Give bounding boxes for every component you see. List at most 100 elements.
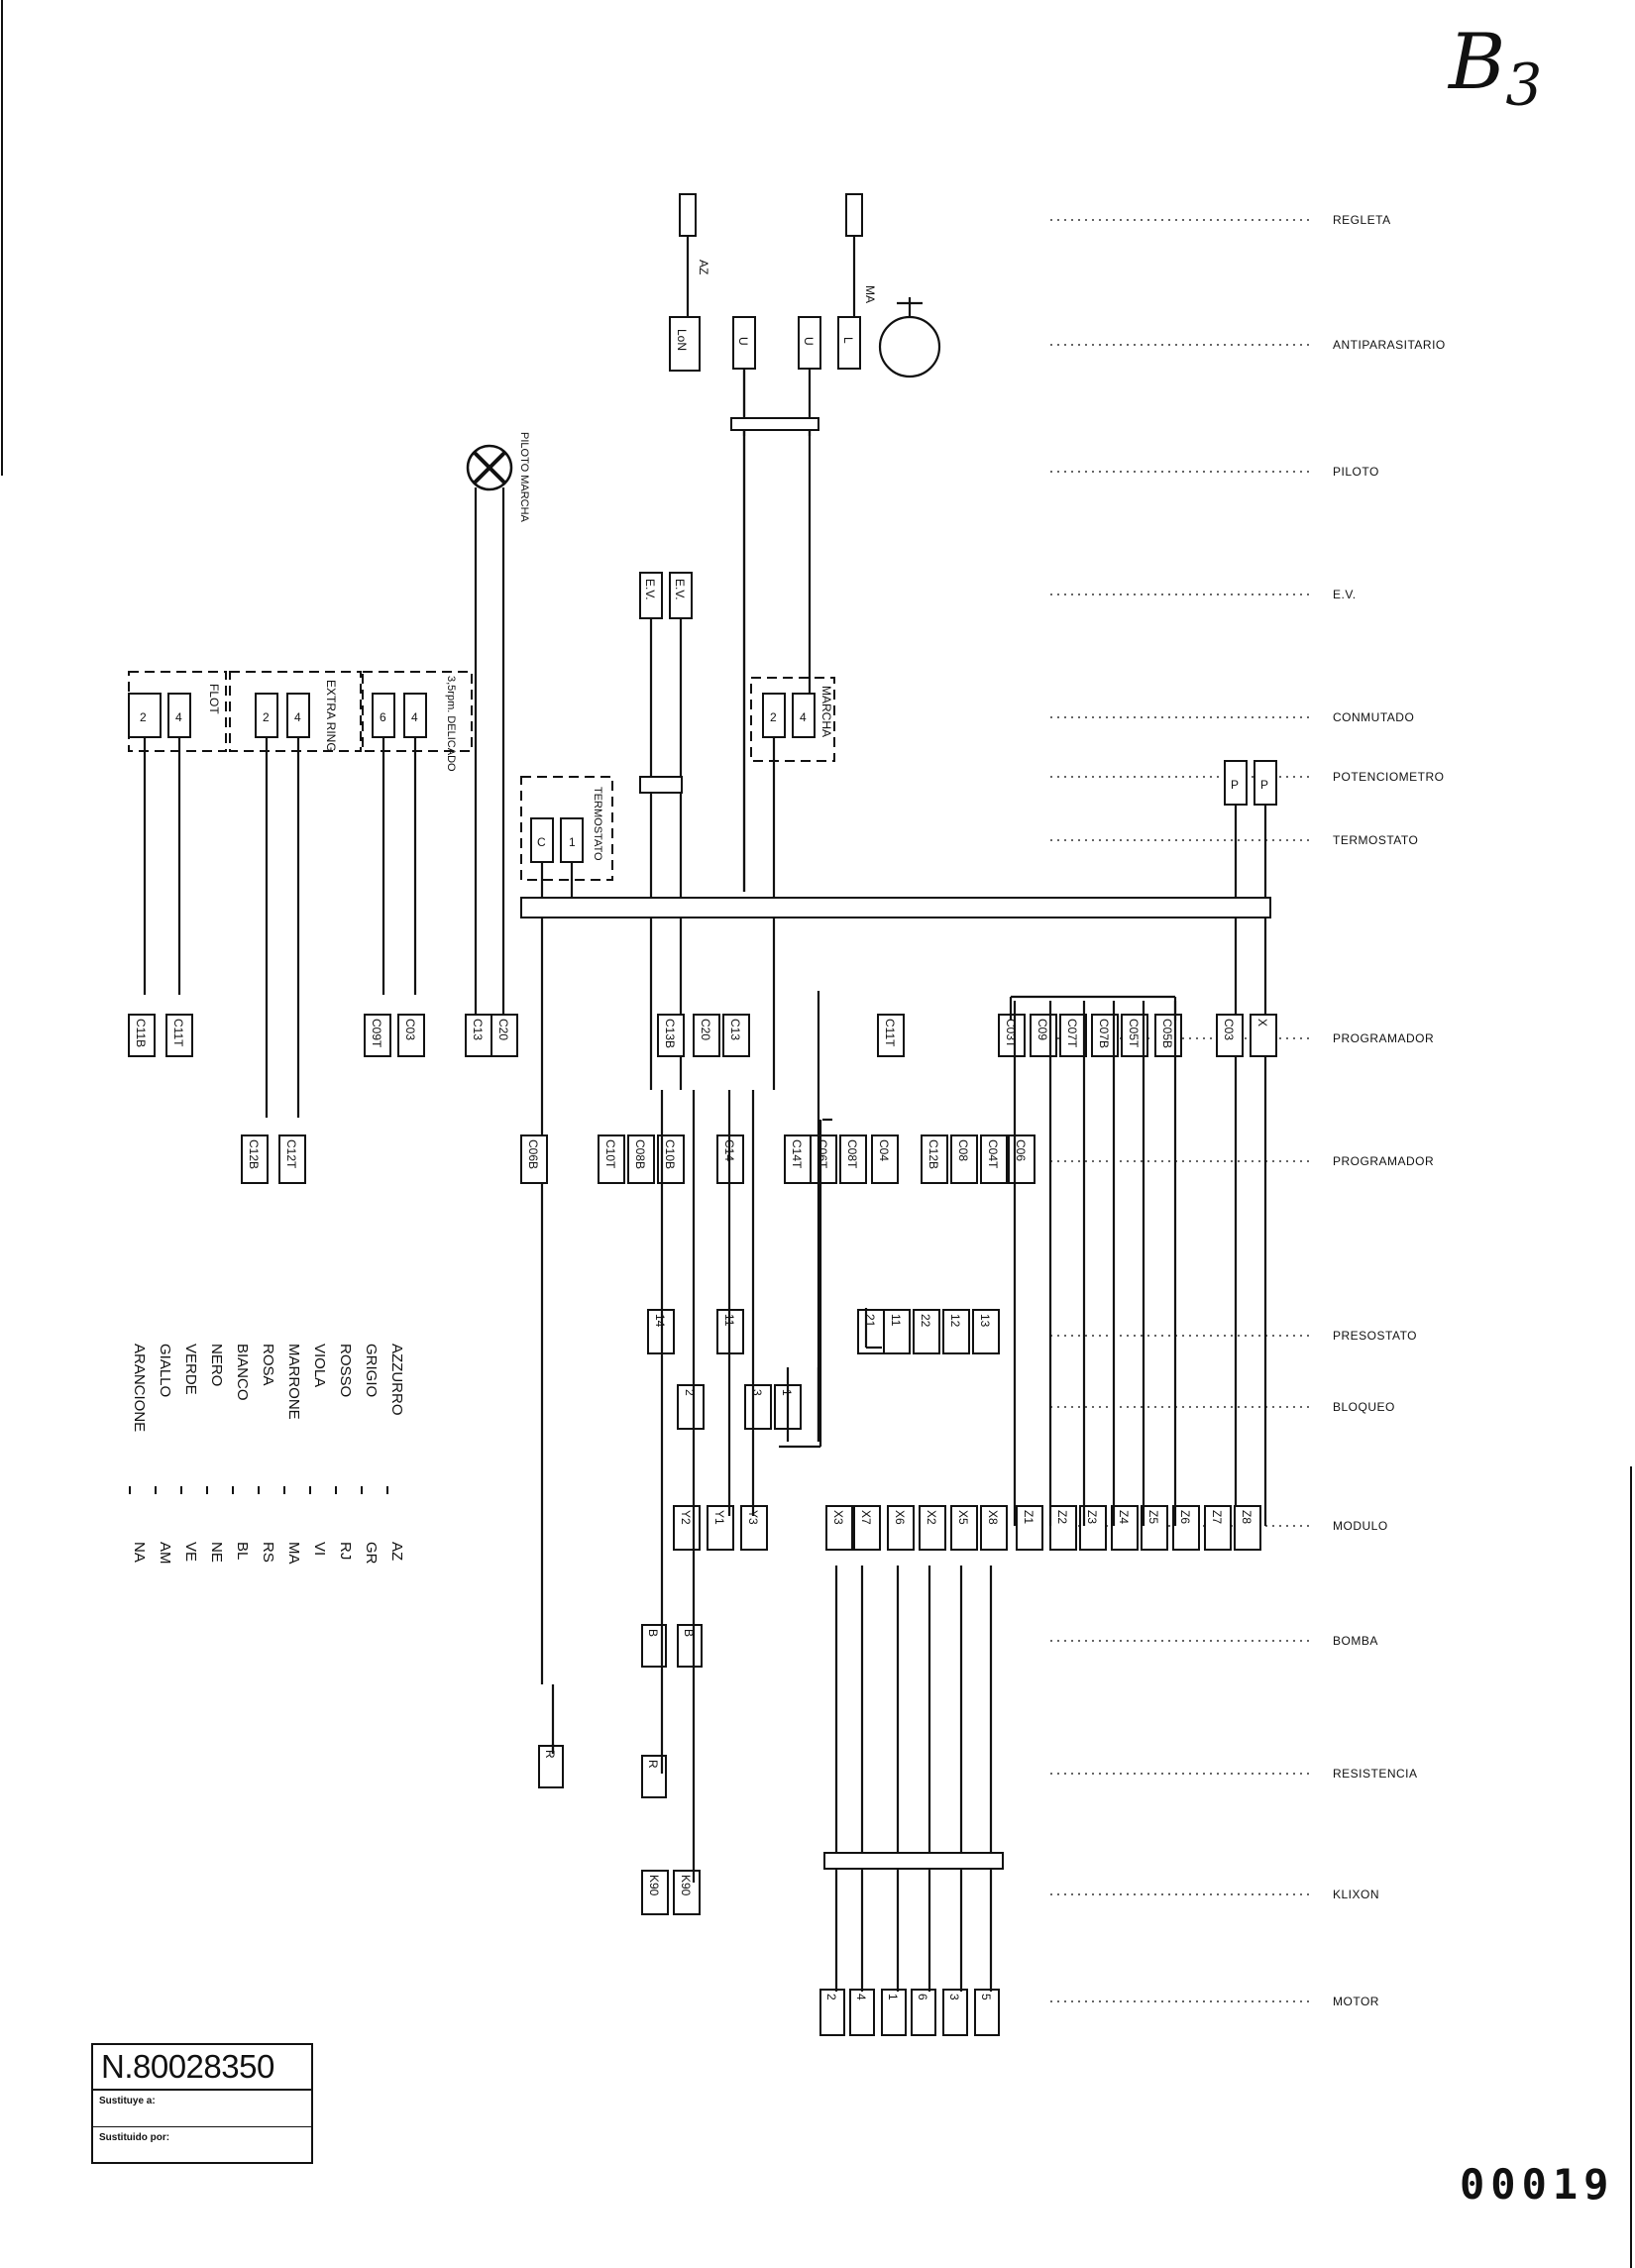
mod-z-7-label: Z8: [1240, 1510, 1254, 1524]
sheet-mark: B3: [1449, 18, 1543, 119]
prog2-9-label: C08T: [845, 1139, 859, 1169]
bomba-1-label: B: [682, 1629, 696, 1637]
prog2-9-box: [839, 1134, 867, 1184]
row-label-programador1: PROGRAMADOR: [1333, 1031, 1434, 1045]
row-label-modulo: MODULO: [1333, 1519, 1388, 1533]
prog2-12-box: [950, 1134, 978, 1184]
legend-name-VI: VIOLA: [311, 1344, 328, 1387]
marcha-switch: 2 4 MARCHA: [750, 677, 835, 1090]
prog2-4-box: [627, 1134, 655, 1184]
mod-x-5-label: X8: [986, 1510, 1000, 1525]
prog2-3-box: [598, 1134, 625, 1184]
svg-text:4: 4: [411, 710, 418, 724]
legend-code-GR: GR: [363, 1542, 380, 1565]
row-label-termostato: TERMOSTATO: [1333, 833, 1418, 847]
mod-z-5-box: [1172, 1505, 1200, 1551]
preso-5-label: 12: [948, 1314, 962, 1328]
svg-text:MARCHA: MARCHA: [819, 686, 833, 737]
mod-y-1-label: Y1: [712, 1510, 726, 1525]
klixon-0-box: [641, 1870, 669, 1915]
prog-4-label: C13: [471, 1019, 485, 1040]
prog2-10-box: [871, 1134, 899, 1184]
prog-13-label: C07B: [1097, 1019, 1111, 1048]
preso-5-box: [942, 1309, 970, 1354]
row-label-conmutado: CONMUTADO: [1333, 710, 1414, 724]
legend-code-AZ: AZ: [388, 1542, 405, 1561]
row-label-programador2: PROGRAMADOR: [1333, 1154, 1434, 1168]
mod-z-0-label: Z1: [1022, 1510, 1036, 1524]
row-label-potenciometro: POTENCIOMETRO: [1333, 770, 1445, 784]
svg-text:E.V.: E.V.: [643, 579, 657, 600]
preso-0-label: 14: [653, 1314, 667, 1328]
bloq-0-label: 2: [683, 1389, 697, 1396]
res-1-label: R: [646, 1760, 660, 1769]
prog2-10-label: C04: [877, 1139, 891, 1161]
prog2-1-label: C12T: [284, 1139, 298, 1169]
preso-6-label: 13: [978, 1314, 992, 1328]
row-label-motor: MOTOR: [1333, 1995, 1379, 2008]
mod-y-0-label: Y2: [679, 1510, 693, 1525]
svg-text:4: 4: [175, 710, 182, 724]
prog2-2-label: C06B: [526, 1139, 540, 1169]
piloto-marcha: PILOTO MARCHA: [466, 432, 530, 1021]
legend-name-RJ: ROSSO: [337, 1344, 354, 1397]
legend-name-NA: ARANCIONE: [131, 1344, 148, 1432]
prog-11-label: C09: [1036, 1019, 1049, 1040]
row-label-bloqueo: BLOQUEO: [1333, 1400, 1395, 1414]
bomba-1-box: [677, 1624, 703, 1668]
bloq-1-box: [744, 1384, 772, 1430]
mod-x-2-box: [887, 1505, 915, 1551]
prog-12-box: [1059, 1014, 1087, 1057]
legend-code-RJ: RJ: [337, 1542, 354, 1560]
legend-code-RS: RS: [260, 1542, 276, 1563]
prog-5-label: C20: [496, 1019, 510, 1040]
legend-code-VE: VE: [182, 1542, 199, 1562]
prog2-0-box: [241, 1134, 269, 1184]
potenciometro: P P: [1224, 760, 1277, 1526]
l-label: L: [841, 337, 855, 344]
row-label-piloto: PILOTO: [1333, 465, 1379, 479]
prog2-11-box: [921, 1134, 948, 1184]
svg-text:C: C: [537, 835, 546, 849]
selector-groups: 2 4 FLOT 2 4 EXTRA RING 6 4 3,5rpm. DELI…: [128, 671, 473, 1118]
mod-x-4-box: [950, 1505, 978, 1551]
prog2-12-label: C08: [956, 1139, 970, 1161]
legend-name-MA: MARRONE: [285, 1344, 302, 1420]
prog2-14-box: [1008, 1134, 1036, 1184]
prog2-7-label: C14T: [790, 1139, 804, 1169]
regleta-ma-label: MA: [863, 285, 877, 303]
regleta-terminals: AZ MA: [679, 193, 877, 317]
row-label-klixon: KLIXON: [1333, 1888, 1379, 1901]
legend-name-AZ: AZZURRO: [388, 1344, 405, 1416]
svg-text:1: 1: [569, 835, 576, 849]
legend-code-BL: BL: [234, 1542, 251, 1560]
prog-8-box: [722, 1014, 750, 1057]
svg-text:2: 2: [770, 710, 777, 724]
prog2-7-box: [784, 1134, 812, 1184]
row-labels: REGLETAANTIPARASITARIOPILOTOE.V.CONMUTAD…: [1050, 213, 1445, 2008]
prog-9-box: [877, 1014, 905, 1057]
svg-text:4: 4: [800, 710, 807, 724]
mod-z-1-box: [1049, 1505, 1077, 1551]
preso-3-box: [883, 1309, 911, 1354]
svg-text:P: P: [1260, 778, 1268, 792]
row-label-ev: E.V.: [1333, 588, 1357, 601]
prog-9-label: C11T: [883, 1019, 897, 1047]
row-label-resistencia: RESISTENCIA: [1333, 1767, 1418, 1781]
prog-5-box: [490, 1014, 518, 1057]
row-label-regleta: REGLETA: [1333, 213, 1391, 227]
prog-4-box: [465, 1014, 492, 1057]
prog2-3-label: C10T: [603, 1139, 617, 1169]
prog-1-box: [165, 1014, 193, 1057]
prog-0-box: [128, 1014, 156, 1057]
svg-text:EXTRA RING: EXTRA RING: [324, 680, 338, 752]
motor-4-box: [942, 1989, 968, 2036]
mod-z-3-box: [1111, 1505, 1139, 1551]
u-label-2: U: [802, 337, 816, 346]
prog2-0-label: C12B: [247, 1139, 261, 1169]
